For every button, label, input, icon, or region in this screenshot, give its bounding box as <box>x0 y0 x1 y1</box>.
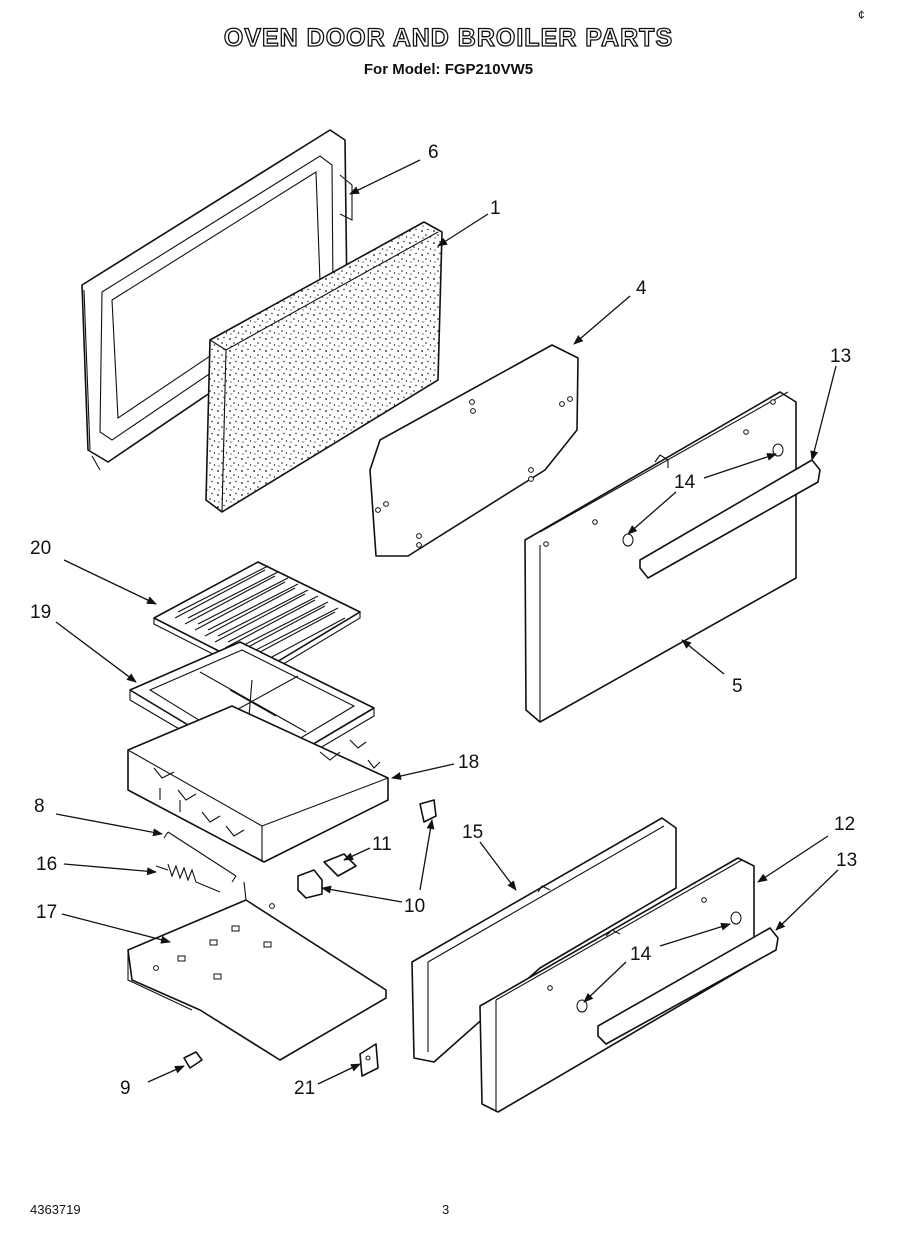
callout-14-upper: 14 <box>674 472 696 493</box>
callout-14-lower: 14 <box>630 944 652 965</box>
callout-11: 11 <box>372 834 392 855</box>
callout-19: 19 <box>30 602 51 623</box>
callout-5: 5 <box>732 676 743 697</box>
part-18-broiler-drawer <box>127 705 389 863</box>
part-15-lower-frame <box>411 817 677 1063</box>
part-17-bottom-shelf <box>127 881 387 1061</box>
part-10-bracket-upper <box>419 799 437 823</box>
model-subtitle: For Model: FGP210VW5 <box>363 61 534 78</box>
part-14-spacers-upper <box>622 443 784 547</box>
callout-16: 16 <box>36 854 57 875</box>
callout-9: 9 <box>120 1078 131 1099</box>
page-number: 3 <box>442 1202 450 1217</box>
callout-12: 12 <box>834 814 855 835</box>
callout-13-lower: 13 <box>836 850 857 871</box>
document-number: 4363719 <box>30 1202 81 1217</box>
callout-1: 1 <box>490 198 501 219</box>
part-1-insulation <box>205 221 443 513</box>
callout-18: 18 <box>458 752 479 773</box>
part-8-wire <box>163 831 237 883</box>
page-title: OVEN DOOR AND BROILER PARTS <box>223 23 674 52</box>
callout-20: 20 <box>30 538 51 559</box>
callout-labels: 6 1 4 13 14 5 20 19 18 8 11 16 10 17 15 … <box>30 142 857 1099</box>
part-21-hinge-plate <box>359 1043 379 1077</box>
part-9-screw <box>183 1051 203 1069</box>
callout-15: 15 <box>462 822 483 843</box>
callout-21: 21 <box>294 1078 315 1099</box>
part-10-bracket <box>297 869 323 899</box>
callout-6: 6 <box>428 142 439 163</box>
callout-13-upper: 13 <box>830 346 851 367</box>
part-4-inner-panel <box>369 344 579 557</box>
callout-17: 17 <box>36 902 57 923</box>
callout-4: 4 <box>636 278 647 299</box>
part-14-spacers-lower <box>576 911 742 1013</box>
part-16-spring <box>155 863 221 893</box>
leader-lines <box>55 159 839 1085</box>
part-13-door-handle-lower <box>597 927 779 1045</box>
callout-10: 10 <box>404 896 425 917</box>
callout-8: 8 <box>34 796 45 817</box>
corner-mark: ¢ <box>858 8 865 22</box>
